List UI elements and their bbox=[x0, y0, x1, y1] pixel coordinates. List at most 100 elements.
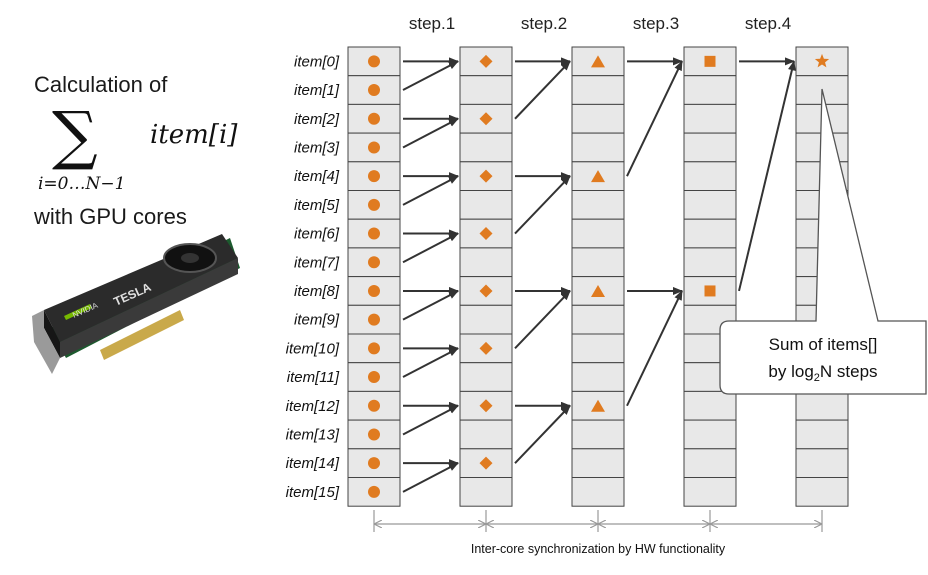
item-label: item[8] bbox=[294, 283, 340, 300]
reduction-arrow bbox=[514, 60, 571, 120]
reduction-arrow bbox=[402, 60, 459, 91]
item-label: item[1] bbox=[294, 82, 340, 99]
callout-line2: by log2N steps bbox=[768, 362, 877, 384]
circle-marker bbox=[368, 170, 380, 183]
memory-column bbox=[683, 46, 737, 507]
diamond-marker bbox=[479, 169, 493, 183]
reduction-arrow bbox=[514, 175, 571, 235]
memory-cell bbox=[683, 477, 737, 507]
star-marker bbox=[814, 53, 830, 68]
gpu-accent bbox=[64, 304, 92, 320]
memory-cell bbox=[459, 132, 513, 163]
diamond-marker bbox=[479, 284, 493, 298]
memory-cell bbox=[347, 46, 401, 77]
memory-cell bbox=[571, 247, 625, 278]
step-label: step.3 bbox=[633, 14, 679, 33]
memory-cell bbox=[683, 161, 737, 192]
step-labels: step.1 step.2 step.3 step.4 bbox=[409, 14, 791, 33]
diamond-marker bbox=[479, 227, 493, 241]
callout-line2-suffix: N steps bbox=[820, 362, 878, 381]
diamond-marker bbox=[479, 54, 493, 68]
circle-marker bbox=[368, 399, 380, 412]
memory-cell bbox=[459, 477, 513, 507]
circle-marker bbox=[368, 457, 380, 470]
square-marker bbox=[704, 55, 716, 67]
step-label: step.4 bbox=[745, 14, 791, 33]
item-label: item[4] bbox=[294, 168, 340, 185]
item-label: item[10] bbox=[286, 340, 340, 357]
memory-cell bbox=[795, 390, 849, 421]
sum-symbol: ∑ bbox=[52, 99, 98, 173]
reduction-arrow bbox=[402, 175, 459, 206]
reduction-arrow bbox=[514, 405, 571, 464]
diamond-marker bbox=[479, 112, 493, 126]
memory-cell bbox=[683, 448, 737, 478]
circle-marker bbox=[368, 55, 380, 68]
memory-cell bbox=[571, 304, 625, 335]
diamond-marker bbox=[479, 399, 493, 413]
memory-cell bbox=[571, 218, 625, 249]
memory-cell bbox=[795, 46, 849, 77]
memory-cell bbox=[571, 333, 625, 364]
result-callout: Sum of items[] by log2N steps bbox=[719, 88, 927, 395]
item-label: item[7] bbox=[294, 254, 340, 271]
memory-cell bbox=[571, 75, 625, 105]
memory-cell bbox=[571, 103, 625, 134]
reduction-arrow bbox=[626, 290, 683, 407]
diamond-marker bbox=[479, 341, 493, 355]
item-label: item[9] bbox=[294, 312, 340, 329]
triangle-marker bbox=[591, 399, 605, 412]
step-label: step.2 bbox=[521, 14, 567, 33]
memory-cell bbox=[459, 190, 513, 220]
triangle-marker bbox=[591, 55, 605, 68]
circle-marker bbox=[368, 256, 380, 269]
square-marker bbox=[704, 285, 716, 297]
diamond-marker bbox=[479, 456, 493, 470]
reduction-arrow bbox=[402, 232, 459, 264]
item-label: item[2] bbox=[294, 111, 340, 128]
gpu-shroud-front bbox=[60, 258, 238, 358]
triangle-marker bbox=[591, 284, 605, 297]
memory-cell bbox=[683, 190, 737, 220]
circle-marker bbox=[368, 371, 380, 384]
reduction-arrow bbox=[738, 60, 796, 292]
callout-line1: Sum of items[] bbox=[769, 335, 878, 354]
circle-marker bbox=[368, 428, 380, 441]
circle-marker bbox=[368, 198, 380, 211]
reduction-arrow bbox=[402, 290, 459, 321]
reduction-arrow bbox=[402, 462, 459, 493]
reduction-arrow bbox=[402, 404, 459, 436]
memory-cell bbox=[683, 75, 737, 105]
circle-marker bbox=[368, 112, 380, 125]
gpu-shroud-side bbox=[44, 310, 60, 358]
circle-marker bbox=[368, 227, 380, 240]
item-label: item[0] bbox=[294, 53, 340, 70]
memory-cell bbox=[571, 362, 625, 392]
item-labels: item[0]item[1]item[2]item[3]item[4]item[… bbox=[286, 53, 340, 501]
callout-box bbox=[719, 88, 927, 395]
sum-expression: item[i] bbox=[150, 120, 238, 150]
memory-cell bbox=[459, 419, 513, 450]
gpu-bracket bbox=[32, 310, 60, 374]
callout-line2-sub: 2 bbox=[814, 372, 820, 384]
reduction-arrow bbox=[402, 117, 459, 149]
gpu-card-image: NVIDIA TESLA bbox=[32, 234, 240, 374]
step-label: step.1 bbox=[409, 14, 455, 33]
memory-cell bbox=[795, 448, 849, 478]
memory-cell bbox=[459, 362, 513, 392]
circle-marker bbox=[368, 141, 380, 154]
circle-marker bbox=[368, 313, 380, 326]
item-label: item[14] bbox=[286, 455, 340, 472]
caption-line1: Calculation of bbox=[34, 72, 168, 97]
memory-cell bbox=[795, 419, 849, 450]
memory-columns bbox=[347, 46, 849, 507]
circle-marker bbox=[368, 284, 380, 297]
memory-cell bbox=[571, 132, 625, 163]
memory-cell bbox=[683, 390, 737, 421]
item-label: item[6] bbox=[294, 226, 340, 243]
reduction-arrow bbox=[402, 347, 459, 378]
memory-cell bbox=[571, 419, 625, 450]
memory-cell bbox=[459, 304, 513, 335]
